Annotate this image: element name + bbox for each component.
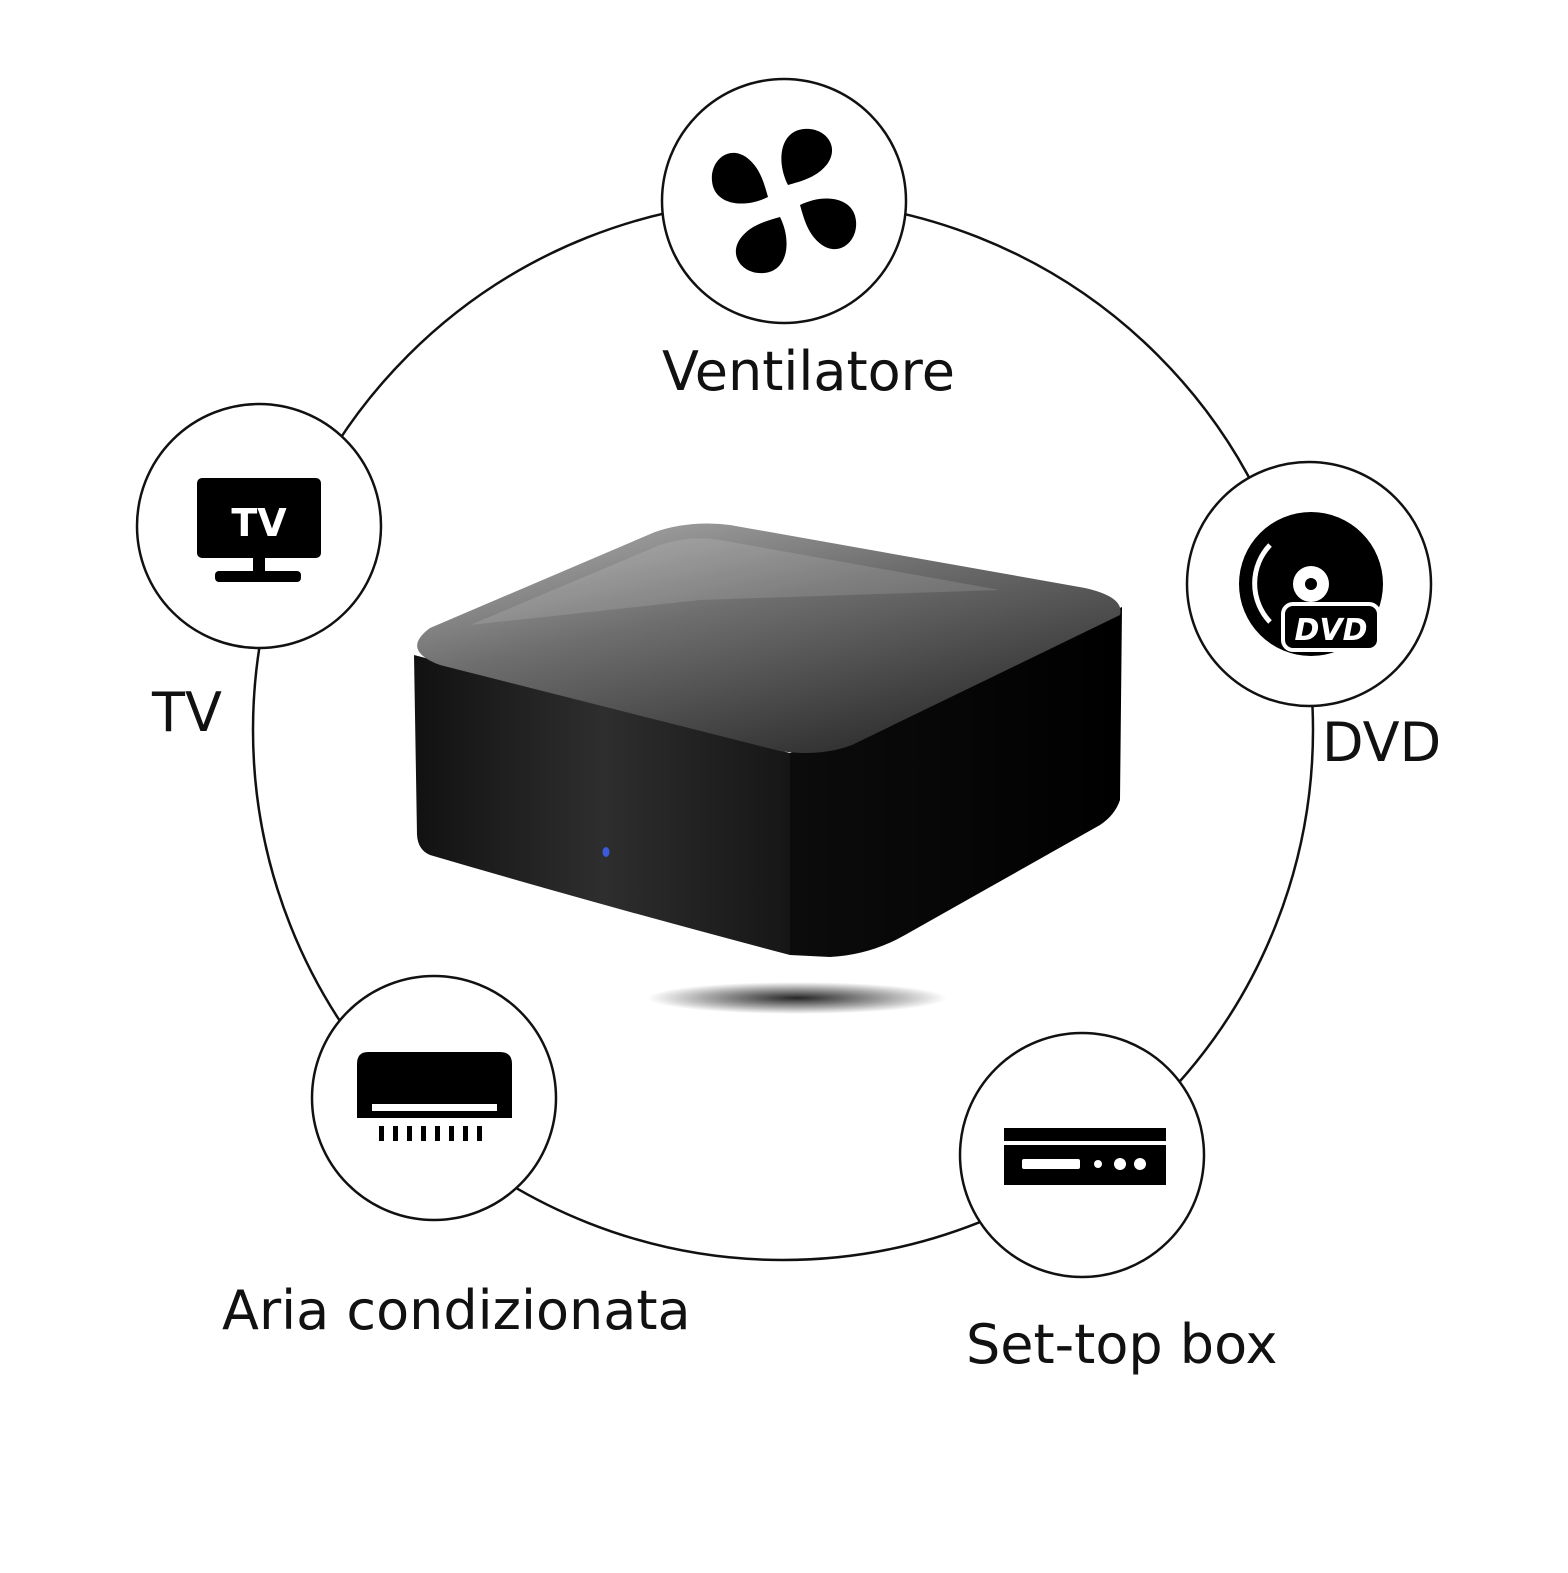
device-shadow [647,982,947,1014]
tv-icon: TV [197,478,321,582]
node-set-top-box [958,1031,1206,1279]
set-top-box-icon [1004,1128,1166,1185]
label-fan: Ventilatore [662,340,955,403]
label-set-top-box: Set-top box [966,1313,1278,1376]
node-air-conditioner [310,974,558,1222]
tv-icon-text: TV [231,501,287,545]
label-dvd: DVD [1322,711,1442,774]
status-led [602,847,610,857]
label-air-conditioner: Aria condizionata [222,1279,691,1342]
device-front-face [414,655,790,955]
label-tv: TV [152,681,222,744]
device-top-face [417,523,1121,753]
ir-hub-device [414,523,1122,957]
device-side-face [790,607,1122,957]
dvd-icon-text: DVD [1294,613,1367,648]
node-dvd: DVD [1185,460,1433,708]
node-tv: TV [135,402,383,650]
dvd-disc-icon: DVD [1239,512,1383,656]
fan-icon [711,128,857,274]
node-fan [660,77,908,325]
air-conditioner-icon [357,1052,512,1141]
